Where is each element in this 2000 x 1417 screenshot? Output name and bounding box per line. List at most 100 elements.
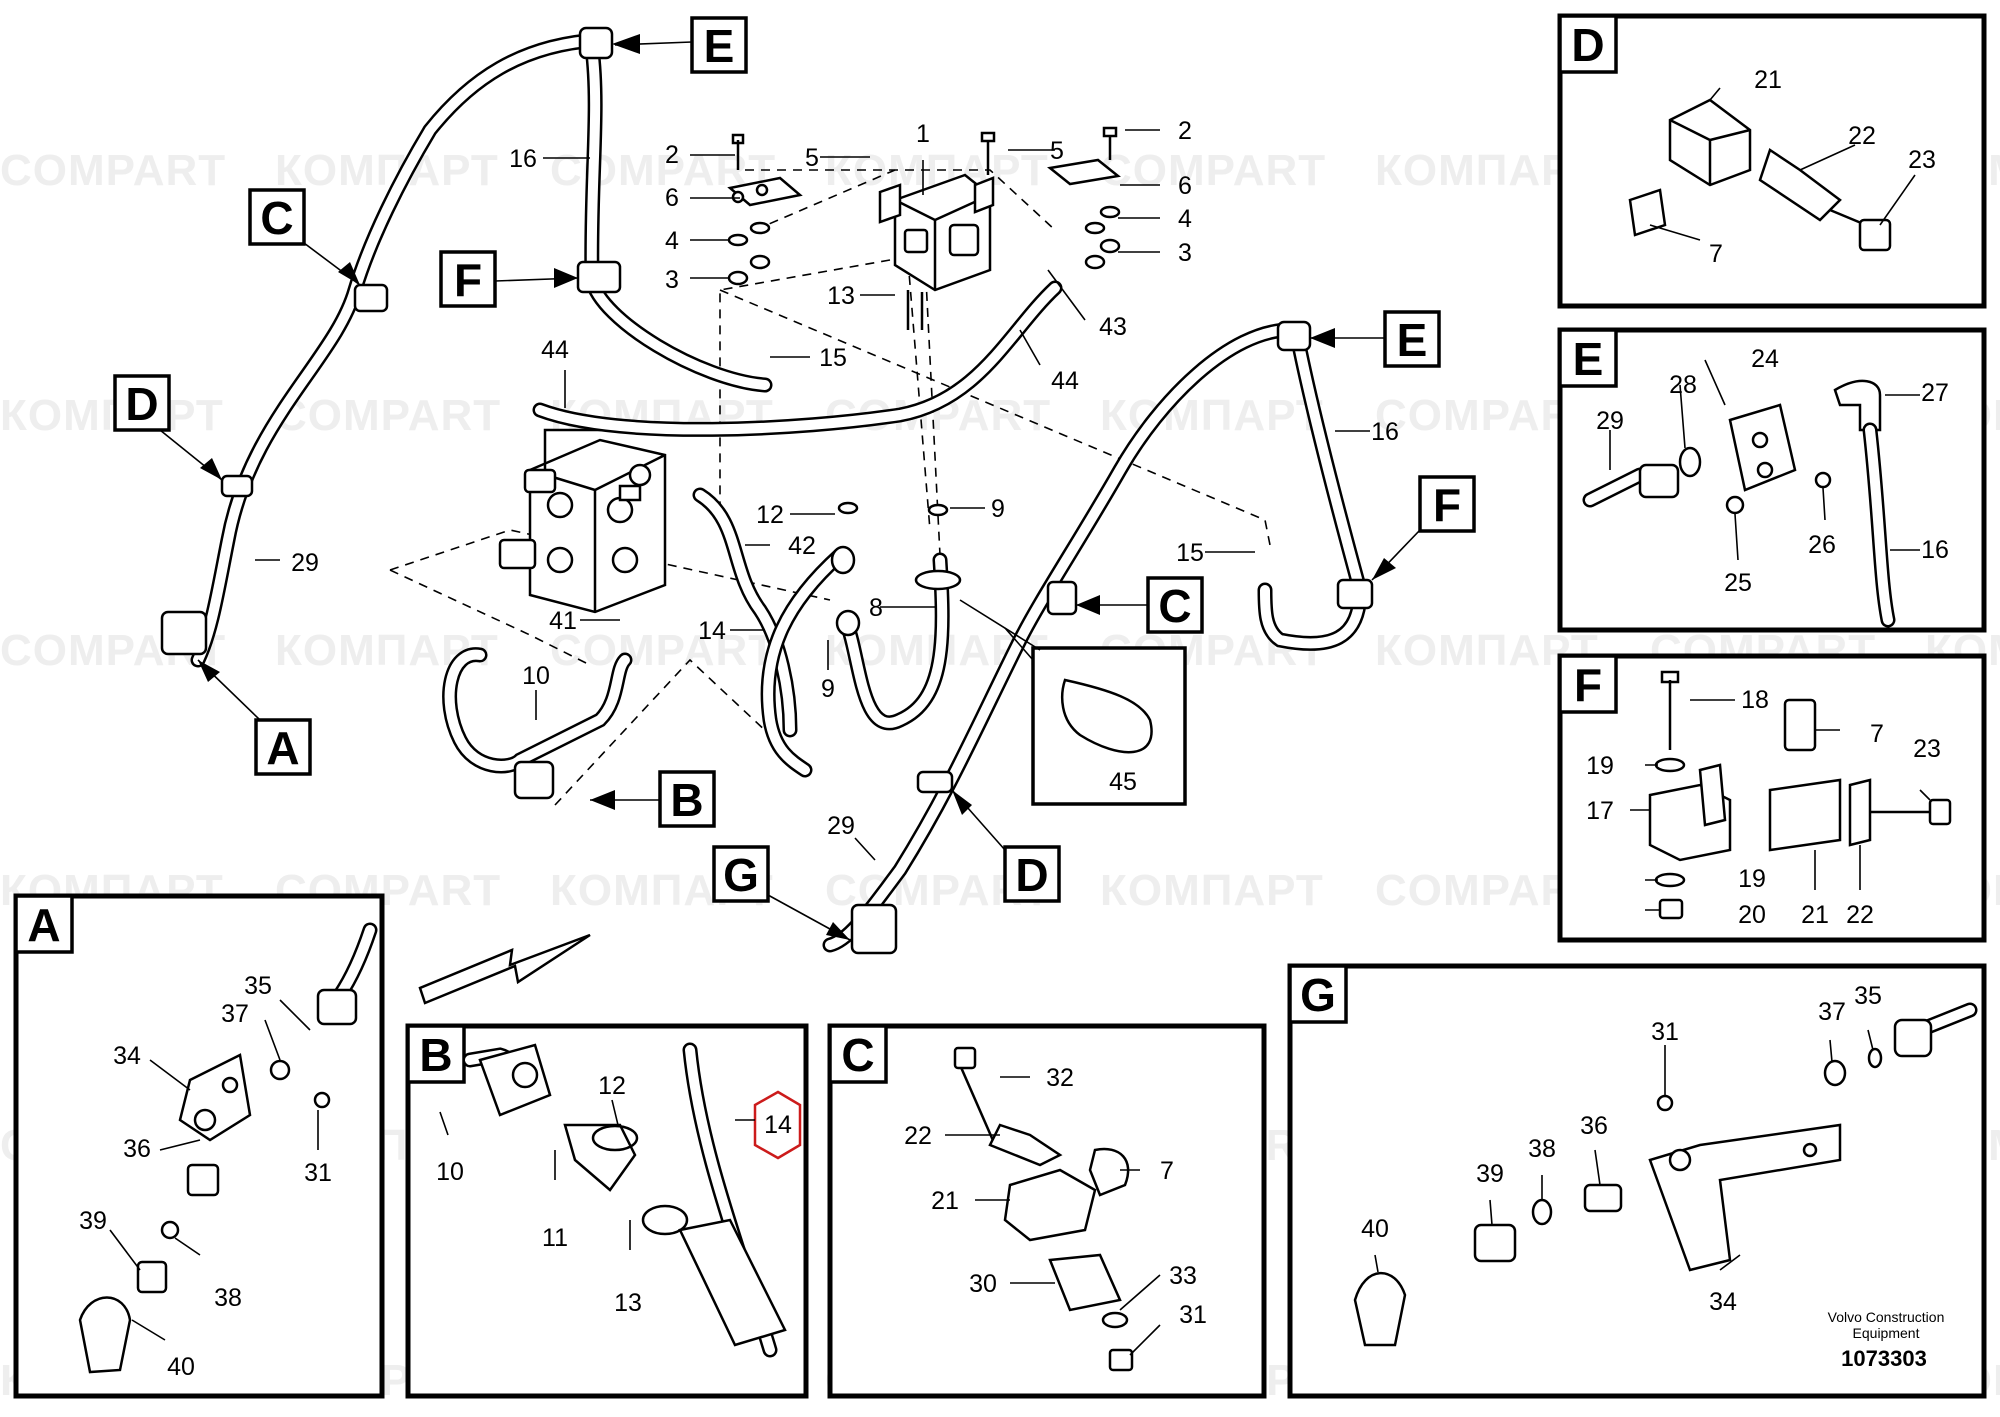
panel-C: C 32 22 7 21 30 33 31 (827, 1023, 1267, 1399)
clamp-c-mid (1046, 580, 1078, 616)
part-number: 21 (931, 1187, 959, 1215)
valve-block (878, 173, 995, 330)
part-number: 44 (541, 336, 569, 364)
fitting-41 (618, 484, 642, 502)
part-number: 14 (764, 1111, 792, 1139)
panel-label: G (1300, 969, 1336, 1021)
part-number: 16 (509, 145, 537, 173)
part-number: 3 (665, 266, 679, 294)
left-bracket-set (727, 133, 803, 286)
part-number: 22 (1848, 122, 1876, 150)
part-number: 13 (614, 1289, 642, 1317)
dash-line (389, 569, 591, 666)
part-number: 44 (1051, 367, 1079, 395)
part-number: 27 (1921, 379, 1949, 407)
panel-label: F (1574, 659, 1602, 711)
callout-letter: E (704, 20, 735, 72)
elbow-9a (830, 545, 856, 575)
part-number: 19 (1738, 865, 1766, 893)
part-number: 34 (1709, 1288, 1737, 1316)
leader (959, 599, 1041, 651)
part-number: 7 (1160, 1157, 1174, 1185)
part-number: 35 (244, 972, 272, 1000)
part-number: 22 (1846, 901, 1874, 929)
dash-line (389, 529, 831, 601)
flange-e-top (578, 26, 614, 60)
part-number: 2 (665, 141, 679, 169)
panel-label: A (27, 899, 60, 951)
panel-label: C (841, 1029, 874, 1081)
part-number: 39 (1476, 1160, 1504, 1188)
watermark-text: КОМПАРТ (0, 391, 224, 440)
part-number: 24 (1751, 345, 1779, 373)
part-number: 19 (1586, 752, 1614, 780)
footer-company-line2: Equipment (1853, 1325, 1920, 1341)
band-clamp-45 (1060, 678, 1153, 754)
flange-b (513, 760, 555, 800)
part-number: 3 (1178, 239, 1192, 267)
callout-D-bottom: D (951, 789, 1061, 903)
band-clamp-8 (914, 569, 962, 591)
panel-F: F 18 7 19 23 17 19 20 21 22 (1557, 653, 1987, 943)
part-number: 31 (1651, 1018, 1679, 1046)
part-number: 5 (1050, 137, 1064, 165)
part-number: 43 (1099, 313, 1127, 341)
part-number: 16 (1371, 418, 1399, 446)
part-number: 6 (1178, 172, 1192, 200)
clamp-d-bottom (916, 770, 954, 794)
part-number: 38 (1528, 1135, 1556, 1163)
callout-letter: F (1433, 479, 1461, 531)
callout-E-right: E (1310, 310, 1441, 368)
panel-G: G 31 37 35 36 38 39 40 34 Volvo Construc… (1287, 963, 1987, 1399)
watermark-text: COMPART (550, 626, 776, 675)
oring-12 (837, 501, 859, 515)
part-number: 31 (304, 1159, 332, 1187)
watermark-text: КОМПАРТ (1100, 866, 1324, 915)
part-number: 30 (969, 1270, 997, 1298)
callout-D-left: D (113, 374, 223, 481)
part-number: 28 (1669, 371, 1697, 399)
part-number: 8 (869, 594, 883, 622)
callout-F-top: F (439, 250, 579, 308)
number-leaders (255, 129, 1370, 861)
leader (1004, 627, 1034, 661)
part-number: 16 (1921, 536, 1949, 564)
part-number: 29 (291, 549, 319, 577)
footer-company-line1: Volvo Construction (1828, 1309, 1945, 1325)
part-number: 36 (123, 1135, 151, 1163)
part-number: 17 (1586, 797, 1614, 825)
part-number: 14 (698, 617, 726, 645)
panel-label: E (1573, 333, 1604, 385)
dash-line (907, 259, 931, 531)
part-number: 40 (1361, 1215, 1389, 1243)
part-number: 35 (1854, 982, 1882, 1010)
panel-E: E 24 28 27 29 26 16 25 (1557, 327, 1987, 633)
clamp-d-left (220, 474, 254, 498)
part-number: 40 (167, 1353, 195, 1381)
clamp-f-right (1336, 578, 1374, 610)
watermark-text: COMPART (1100, 146, 1326, 195)
watermark-text: КОМПАРТ (1100, 391, 1324, 440)
part-number: 6 (665, 184, 679, 212)
part-number: 45 (1109, 768, 1137, 796)
part-number: 9 (821, 675, 835, 703)
callout-letter: B (670, 774, 703, 826)
callout-letter: G (723, 849, 759, 901)
part-number: 20 (1738, 901, 1766, 929)
valve-bank (498, 428, 667, 614)
part-number: 12 (756, 501, 784, 529)
part-number: 32 (1046, 1064, 1074, 1092)
callout-C-left: C (248, 188, 361, 286)
hex-marker (753, 1090, 802, 1160)
part-number: 37 (221, 1000, 249, 1028)
coupling-a (160, 610, 208, 656)
part-number: 2 (1178, 117, 1192, 145)
callout-letter: E (1397, 314, 1428, 366)
part-number: 15 (1176, 539, 1204, 567)
part-number: 11 (542, 1224, 568, 1252)
part-number: 42 (788, 532, 816, 560)
part-number: 39 (79, 1207, 107, 1235)
part-number: 22 (904, 1122, 932, 1150)
panel-B: B 12 14 10 11 13 (405, 1023, 809, 1399)
